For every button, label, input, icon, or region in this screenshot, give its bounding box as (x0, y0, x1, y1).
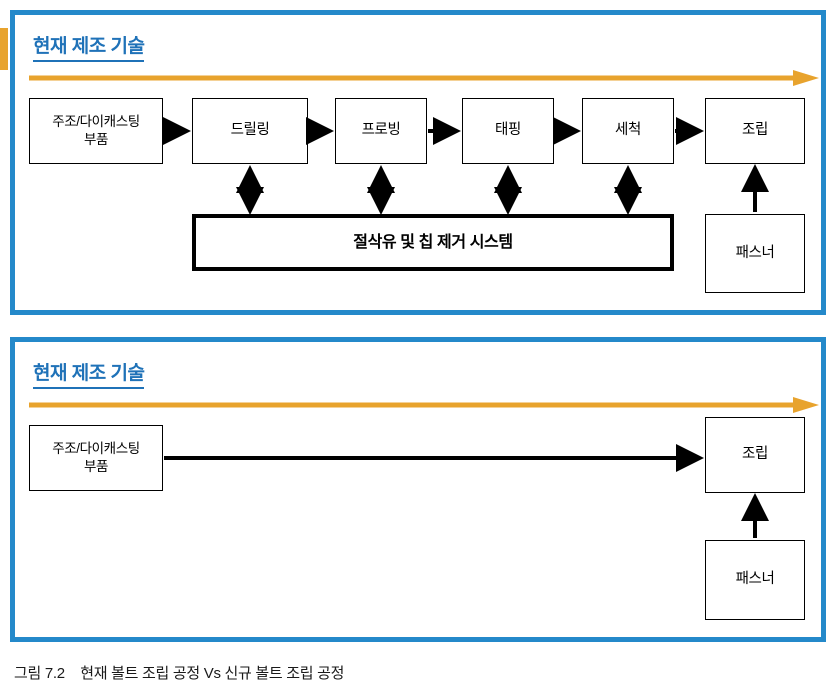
node-casting-part[interactable]: 주조/다이캐스팅 부품 (29, 425, 163, 491)
panel-new-process: 현재 제조 기술 주조/다이캐스팅 부품 조립 패스너 (10, 337, 826, 642)
node-coolant-chip-system-label: 절삭유 및 칩 제거 시스템 (353, 233, 513, 251)
node-casting-part-label: 주조/다이캐스팅 부품 (52, 440, 140, 474)
node-fastener-label: 패스너 (735, 244, 775, 261)
node-washing[interactable]: 세척 (582, 98, 674, 164)
node-drilling[interactable]: 드릴링 (192, 98, 308, 164)
process-flow-arrow-icon (29, 70, 819, 86)
panel-left-edge-tab (0, 28, 8, 70)
panel-current-process: 현재 제조 기술 주조/다이캐스팅 부품 드릴링 프로빙 태핑 세척 조립 절삭… (10, 10, 826, 315)
process-flow-arrow-icon (29, 397, 819, 413)
node-casting-part[interactable]: 주조/다이캐스팅 부품 (29, 98, 163, 164)
node-assembly[interactable]: 조립 (705, 98, 805, 164)
figure-caption: 그림 7.2 현재 볼트 조립 공정 Vs 신규 볼트 조립 공정 (14, 665, 345, 682)
node-tapping-label: 태핑 (495, 122, 521, 139)
panel-new-title: 현재 제조 기술 (33, 358, 145, 389)
node-casting-part-label: 주조/다이캐스팅 부품 (52, 113, 140, 147)
node-fastener[interactable]: 패스너 (705, 540, 805, 620)
panel-current-title: 현재 제조 기술 (33, 31, 145, 62)
node-assembly-label: 조립 (742, 446, 768, 463)
node-coolant-chip-system[interactable]: 절삭유 및 칩 제거 시스템 (192, 214, 674, 271)
node-drilling-label: 드릴링 (230, 122, 270, 139)
node-fastener-label: 패스너 (735, 571, 775, 588)
node-probing-label: 프로빙 (361, 122, 401, 139)
node-tapping[interactable]: 태핑 (462, 98, 554, 164)
node-probing[interactable]: 프로빙 (335, 98, 427, 164)
node-assembly-label: 조립 (742, 122, 768, 139)
node-fastener[interactable]: 패스너 (705, 214, 805, 293)
node-assembly[interactable]: 조립 (705, 417, 805, 493)
node-washing-label: 세척 (615, 122, 641, 139)
